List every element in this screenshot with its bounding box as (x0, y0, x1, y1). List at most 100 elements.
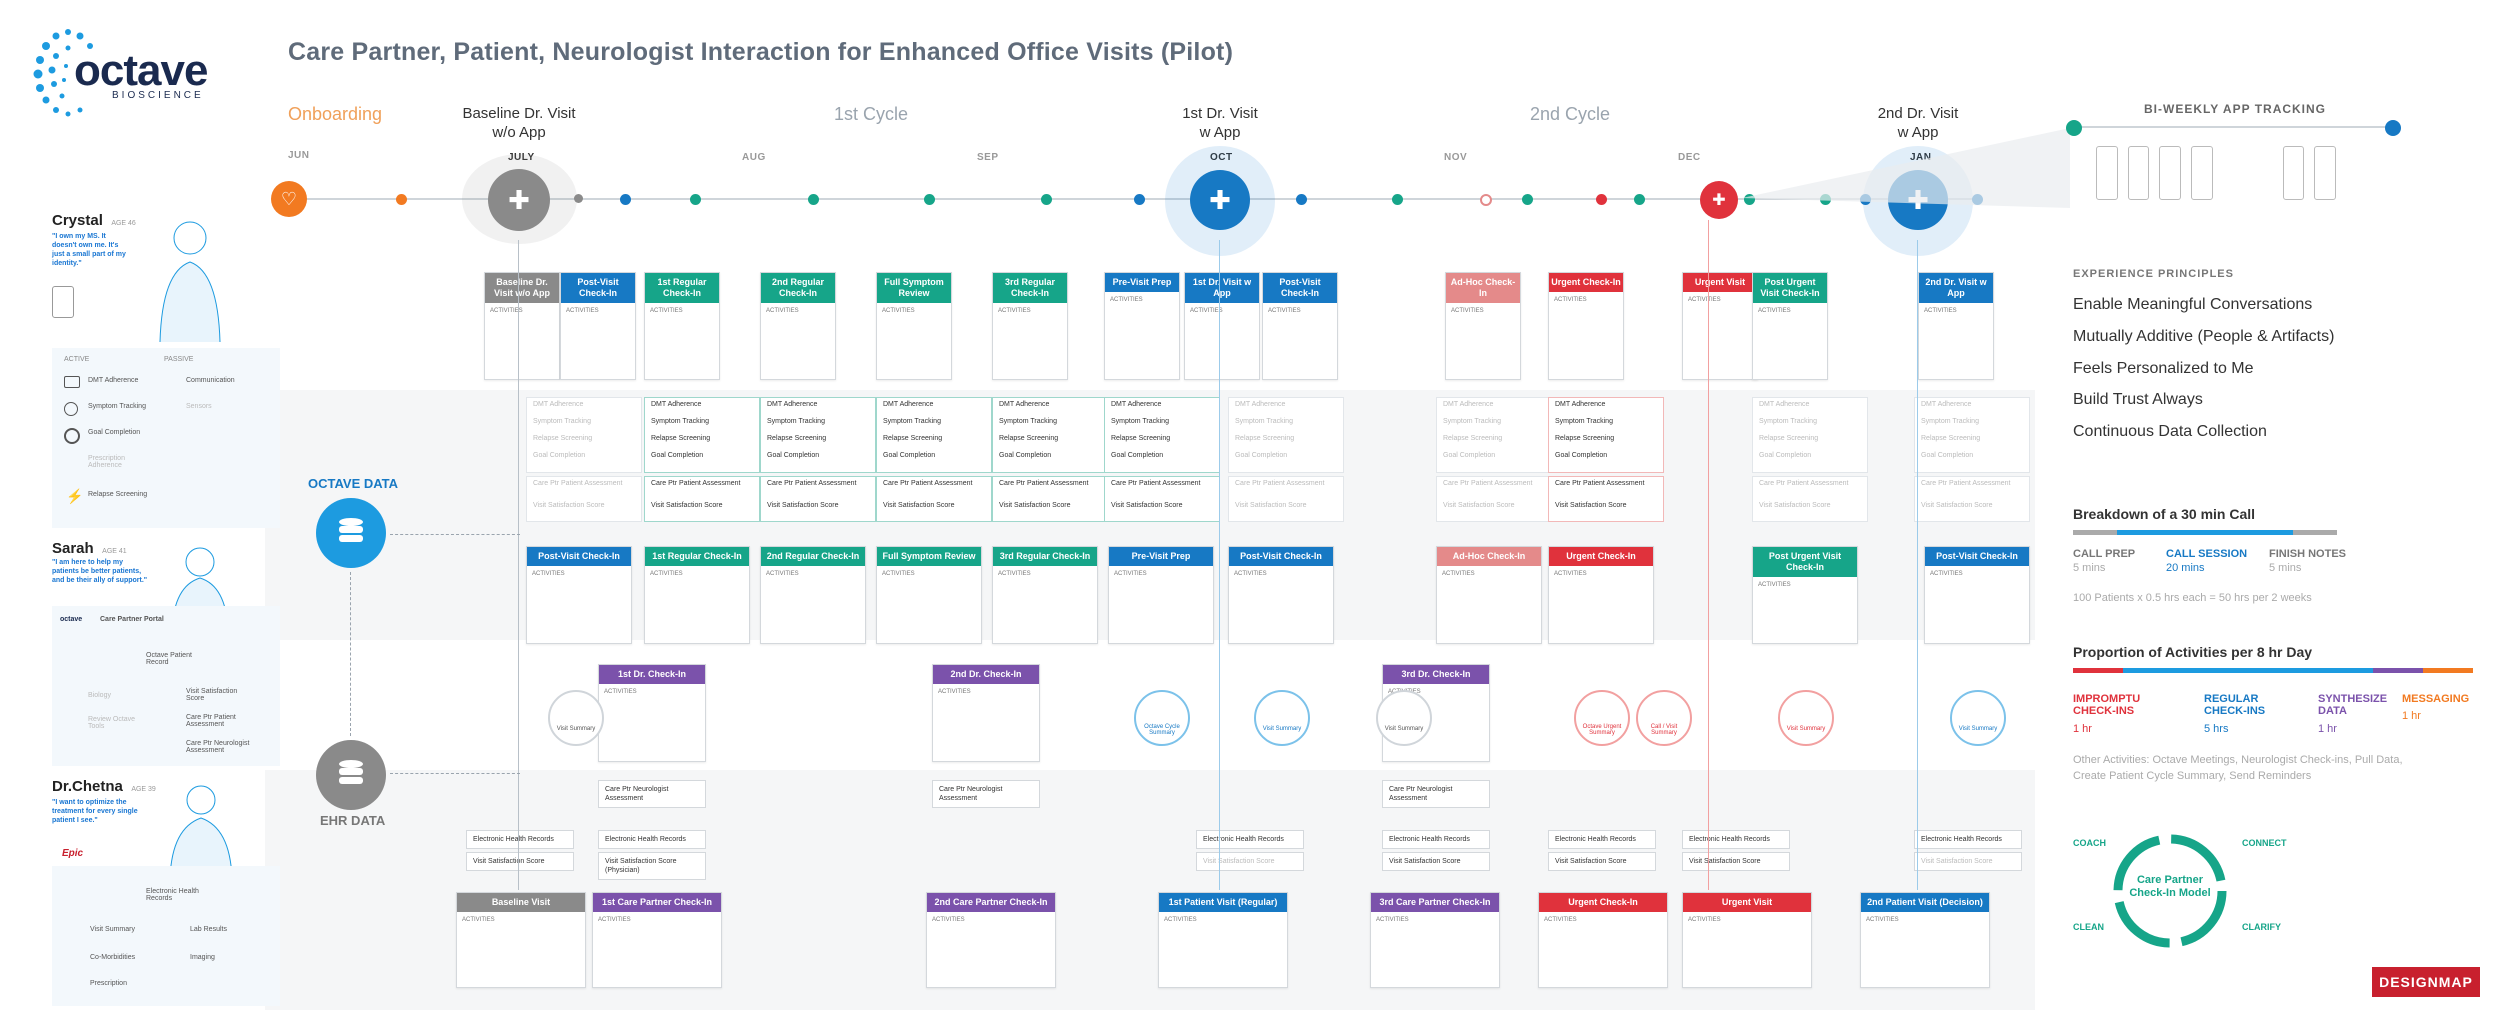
visit-satisfaction-box[interactable]: Visit Satisfaction Score (1682, 852, 1790, 871)
visit-satisfaction-box[interactable]: Visit Satisfaction Score (1196, 852, 1304, 871)
timeline-dot[interactable] (808, 194, 819, 205)
timeline-dot[interactable] (620, 194, 631, 205)
timeline-dot[interactable] (1522, 194, 1533, 205)
timeline-dot[interactable] (1480, 194, 1492, 206)
ehr-box[interactable]: Electronic Health Records (1382, 830, 1490, 849)
ehr-box[interactable]: Electronic Health Records (598, 830, 706, 849)
first-visit-doctor-icon[interactable]: ✚ (1190, 170, 1250, 230)
neurologist-visit-card[interactable]: 1st Patient Visit (Regular)ACTIVITIES (1158, 892, 1288, 988)
timeline-dot[interactable] (1041, 194, 1052, 205)
visit-summary-circle[interactable]: Visit Summary (1950, 690, 2006, 746)
designmap-badge[interactable]: DESIGNMAP (2372, 967, 2480, 997)
visit-satisfaction-box[interactable]: Visit Satisfaction Score (1548, 852, 1656, 871)
timeline-dot[interactable] (1134, 194, 1145, 205)
visit-summary-circle[interactable]: Visit Summary (1376, 690, 1432, 746)
visit-satisfaction-box[interactable]: Visit Satisfaction Score (Physician) (598, 852, 706, 880)
urgent-visit-icon[interactable]: ✚ (1700, 181, 1738, 219)
ehr-box[interactable]: Electronic Health Records (1548, 830, 1656, 849)
dr-checkin-card[interactable]: 2nd Dr. Check-In ACTIVITIES (932, 664, 1040, 762)
octave-urgent-summary-circle[interactable]: Octave Urgent Summary (1574, 690, 1630, 746)
visit-summary-circle[interactable]: Visit Summary (1254, 690, 1310, 746)
timeline-dot[interactable] (690, 194, 701, 205)
timeline-dot[interactable] (924, 194, 935, 205)
visit-satisfaction-box[interactable]: Visit Satisfaction Score (466, 852, 574, 871)
timeline-dot[interactable] (1744, 194, 1755, 205)
call-visit-summary-circle[interactable]: Call / Visit Summary (1636, 690, 1692, 746)
timeline-dot[interactable] (1296, 194, 1307, 205)
visit-summary-circle[interactable]: Visit Summary (1778, 690, 1834, 746)
visit-satisfaction-box[interactable]: Visit Satisfaction Score (1914, 852, 2022, 871)
timeline-dot[interactable] (1634, 194, 1645, 205)
octave-cycle-summary-circle[interactable]: Octave Cycle Summary (1134, 690, 1190, 746)
timeline-dot[interactable] (396, 194, 407, 205)
ehr-box[interactable]: Electronic Health Records (1196, 830, 1304, 849)
visit-summary-circle[interactable]: Visit Summary (548, 690, 604, 746)
onboarding-handshake-icon[interactable]: ♡ (271, 181, 307, 217)
neurologist-assessment-box[interactable]: Care Ptr Neurologist Assessment (598, 780, 706, 808)
timeline-dot[interactable] (1392, 194, 1403, 205)
baseline-visit-doctor-icon[interactable]: ✚ (488, 169, 550, 231)
timeline-dot[interactable] (1596, 194, 1607, 205)
ehr-box[interactable]: Electronic Health Records (1914, 830, 2022, 849)
dr-checkin-card[interactable]: 1st Dr. Check-In ACTIVITIES (598, 664, 706, 762)
visit-satisfaction-box[interactable]: Visit Satisfaction Score (1382, 852, 1490, 871)
neurologist-assessment-box[interactable]: Care Ptr Neurologist Assessment (1382, 780, 1490, 808)
timeline-dot[interactable] (574, 194, 583, 203)
neurologist-assessment-box[interactable]: Care Ptr Neurologist Assessment (932, 780, 1040, 808)
ehr-box[interactable]: Electronic Health Records (466, 830, 574, 849)
ehr-box[interactable]: Electronic Health Records (1682, 830, 1790, 849)
